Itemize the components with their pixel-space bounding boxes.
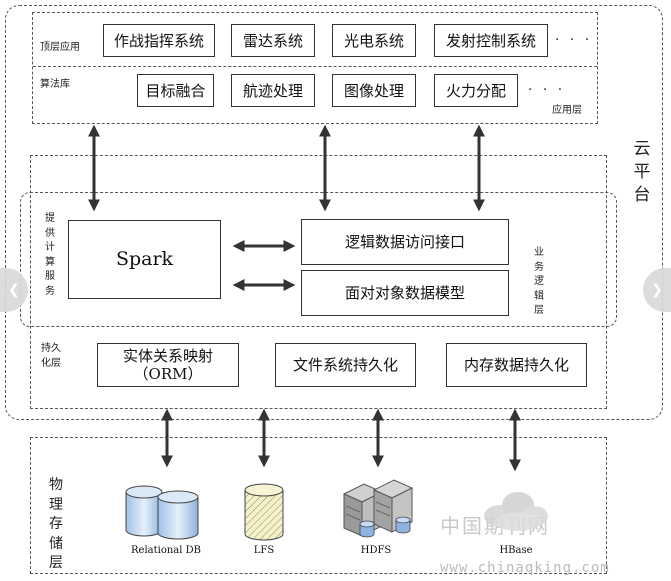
memory-data-persistence-box: 内存数据持久化	[446, 343, 587, 387]
hdfs-label: HDFS	[360, 545, 392, 556]
cloud-platform-frame	[5, 5, 663, 420]
object-data-model-box: 面对对象数据模型	[301, 270, 509, 316]
cloud-platform-label: 云平台	[633, 139, 651, 205]
lfs-label: LFS	[253, 545, 275, 556]
physical-storage-frame	[30, 437, 607, 574]
app-layer-label: 应用层	[552, 105, 582, 116]
app-box-optoelectronic-system: 光电系统	[332, 24, 416, 57]
app-box-radar-system: 雷达系统	[231, 24, 315, 57]
orm-title: 实体关系映射	[122, 347, 213, 365]
algo-box-track-processing: 航迹处理	[231, 74, 315, 107]
file-system-persistence-box: 文件系统持久化	[275, 343, 416, 387]
algorithms-label: 算法库	[40, 79, 70, 90]
algo-box-fire-allocation: 火力分配	[434, 74, 518, 107]
orm-box: 实体关系映射 （ORM）	[97, 343, 239, 387]
top-apps-label: 顶层应用	[40, 42, 80, 53]
lfs-icon	[244, 483, 284, 541]
app-ellipsis: · · ·	[555, 32, 593, 48]
spark-box: Spark	[68, 220, 221, 299]
algo-box-target-fusion: 目标融合	[137, 74, 214, 107]
service-persistence-frame	[30, 155, 607, 409]
compute-service-frame	[20, 192, 617, 327]
orm-subtitle: （ORM）	[133, 365, 203, 383]
watermark-url: www.chinaqking.com	[440, 560, 610, 576]
logic-data-access-interface-box: 逻辑数据访问接口	[301, 219, 509, 265]
hbase-cloud-icon	[484, 492, 548, 531]
physical-storage-label: 物理存储层	[49, 477, 63, 572]
next-slide-button[interactable]: ❯	[643, 268, 671, 312]
relational-db-label: Relational DB	[131, 545, 201, 556]
hdfs-server-icon	[342, 479, 414, 538]
chevron-right-icon: ❯	[651, 282, 663, 298]
algo-box-image-processing: 图像处理	[332, 74, 416, 107]
persistence-layer-label: 持久化层	[41, 343, 61, 369]
compute-service-label: 提供计算服务	[45, 213, 55, 297]
hbase-label: HBase	[499, 545, 533, 556]
app-layer-frame	[32, 12, 598, 124]
algo-ellipsis: · · ·	[528, 82, 566, 98]
relational-db-icon	[125, 485, 199, 540]
chevron-left-icon: ❮	[8, 282, 20, 298]
app-box-launch-control-system: 发射控制系统	[434, 24, 548, 57]
business-logic-label: 业务逻辑层	[534, 247, 544, 316]
app-box-command-system: 作战指挥系统	[103, 24, 215, 57]
app-layer-divider	[33, 66, 597, 67]
